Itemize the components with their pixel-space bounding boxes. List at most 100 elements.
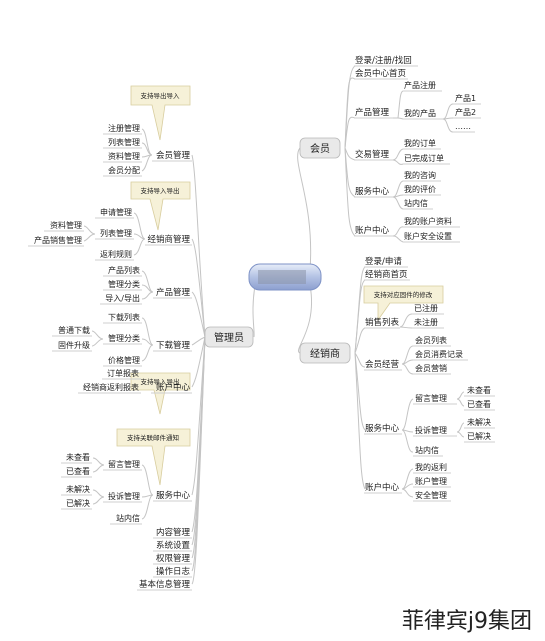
admin-log[interactable]: 操作日志 [153,566,192,578]
callout-admin-service: 支持关联邮件通知 [116,428,191,486]
member-product-mgmt[interactable]: 产品管理 [354,107,393,119]
dealer-sales[interactable]: 销售列表 [364,317,400,329]
member-orders[interactable]: 我的订单 [403,138,441,150]
admin-products-category[interactable]: 管理分类 [103,279,142,291]
admin-downloads-list[interactable]: 下载列表 [103,312,142,324]
admin-permissions[interactable]: 权限管理 [153,553,192,565]
svg-text:会员消费记录: 会员消费记录 [415,349,463,359]
dealer-acct-mgmt[interactable]: 账户管理 [413,476,451,488]
dealer-member-marketing[interactable]: 会员营销 [413,363,451,375]
member-account-info[interactable]: 我的账户资料 [403,216,460,228]
svg-text:申请管理: 申请管理 [100,207,132,217]
admin-service-read[interactable]: 已查看 [61,466,92,478]
admin-members-list[interactable]: 列表管理 [103,137,142,149]
dealer-member-ops[interactable]: 会员经营 [364,359,402,371]
svg-text:会员管理: 会员管理 [156,150,191,161]
admin-members-grade[interactable]: 会员分配 [103,165,142,177]
member-product-1[interactable]: 产品1 [453,93,481,105]
member-account-security[interactable]: 账户安全设置 [403,231,460,243]
member-product-2[interactable]: 产品2 [453,107,481,119]
dealer-msg-mgmt[interactable]: 留言管理 [413,393,457,405]
admin-downloads[interactable]: 下载管理 [153,340,192,352]
dealer-node[interactable]: 经销商 [299,342,351,364]
dealer-rebate[interactable]: 我的返利 [413,462,451,474]
dealer-service[interactable]: 服务中心 [364,423,402,435]
dealer-login[interactable]: 登录/申请 [364,256,408,268]
dealer-solved[interactable]: 已解决 [464,431,495,443]
admin-dealers-rebate[interactable]: 返利规则 [95,249,134,261]
admin-downloads-price[interactable]: 价格管理 [103,355,142,367]
svg-text:已查看: 已查看 [66,466,90,476]
dealer-security[interactable]: 安全管理 [413,490,451,502]
admin-dealers-sales[interactable]: 产品销售管理 [28,235,84,247]
svg-text:投诉管理: 投诉管理 [415,425,447,435]
member-node[interactable]: 会员 [299,137,341,159]
dealer-unregistered[interactable]: 未注册 [412,317,444,329]
member-inbox[interactable]: 站内信 [403,198,433,210]
svg-text:产品2: 产品2 [455,107,476,117]
svg-text:未查看: 未查看 [467,385,491,395]
member-product-more[interactable]: …… [453,122,475,133]
dealer-account[interactable]: 账户中心 [364,482,402,494]
member-login[interactable]: 登录/注册/找回 [354,55,418,67]
svg-text:账户管理: 账户管理 [415,476,447,486]
admin-dealers-profile[interactable]: 资料管理 [44,220,84,232]
svg-text:基本信息管理: 基本信息管理 [139,579,191,590]
watermark: 菲律宾j9集团 [402,609,532,634]
member-my-products[interactable]: 我的产品 [403,108,443,120]
admin-service-msg[interactable]: 留言管理 [103,459,142,471]
dealer-unsolved[interactable]: 未解决 [464,417,495,429]
svg-text:账户中心: 账户中心 [365,482,400,493]
svg-text:未解决: 未解决 [66,484,90,494]
admin-service[interactable]: 服务中心 [153,490,192,502]
admin-dealers-list[interactable]: 列表管理 [95,228,134,240]
svg-text:未注册: 未注册 [414,317,438,327]
admin-service-solved[interactable]: 已解决 [61,498,92,510]
dealer-complaint[interactable]: 投诉管理 [413,425,457,437]
dealer-registered[interactable]: 已注册 [412,303,444,315]
admin-service-inbox[interactable]: 站内信 [110,513,142,525]
admin-service-complaint[interactable]: 投诉管理 [103,491,142,503]
admin-dealers[interactable]: 经销商管理 [145,234,192,246]
member-review[interactable]: 我的评价 [403,184,441,196]
admin-downloads-firmware[interactable]: 固件升级 [52,340,92,352]
admin-members-profile[interactable]: 资料管理 [103,151,142,163]
admin-products-io[interactable]: 导入/导出 [100,293,142,305]
member-home[interactable]: 会员中心首页 [354,68,408,80]
admin-node[interactable]: 管理员 [204,326,254,348]
admin-service-unread[interactable]: 未查看 [61,452,92,464]
admin-downloads-normal[interactable]: 普通下载 [52,325,92,337]
admin-service-unsolved[interactable]: 未解决 [61,484,92,496]
member-consult[interactable]: 我的咨询 [403,170,441,182]
svg-text:我的咨询: 我的咨询 [404,170,436,180]
dealer-member-list[interactable]: 会员列表 [413,335,451,347]
admin-products[interactable]: 产品管理 [153,287,192,299]
admin-members-register[interactable]: 注册管理 [103,123,142,135]
admin-content[interactable]: 内容管理 [153,527,192,539]
admin-basic[interactable]: 基本信息管理 [137,579,192,591]
admin-products-list[interactable]: 产品列表 [103,265,142,277]
dealer-inbox[interactable]: 站内信 [413,445,443,457]
center-node[interactable] [248,263,322,291]
member-account[interactable]: 账户中心 [354,225,393,237]
dealer-member-records[interactable]: 会员消费记录 [413,349,468,361]
svg-text:注册管理: 注册管理 [108,123,140,133]
svg-text:产品注册: 产品注册 [404,80,436,90]
member-trade-mgmt[interactable]: 交易管理 [354,149,393,161]
dealer-home[interactable]: 经销商首页 [364,269,410,281]
member-product-register[interactable]: 产品注册 [403,80,442,92]
dealer-read[interactable]: 已查看 [464,399,495,411]
admin-account[interactable]: 账户中心 [151,382,192,394]
member-service[interactable]: 服务中心 [354,186,393,198]
svg-text:产品1: 产品1 [455,93,476,103]
admin-account-rebate-report[interactable]: 经销商返利报表 [78,382,141,394]
admin-members[interactable]: 会员管理 [152,150,192,162]
svg-text:会员中心首页: 会员中心首页 [355,68,406,79]
member-done-orders[interactable]: 已完成订单 [403,153,450,165]
admin-system[interactable]: 系统设置 [153,540,192,552]
admin-account-orders[interactable]: 订单报表 [102,368,141,380]
admin-dealers-apply[interactable]: 申请管理 [95,207,134,219]
dealer-unread[interactable]: 未查看 [464,385,495,397]
svg-text:已完成订单: 已完成订单 [404,153,444,163]
admin-downloads-category[interactable]: 管理分类 [103,333,142,345]
